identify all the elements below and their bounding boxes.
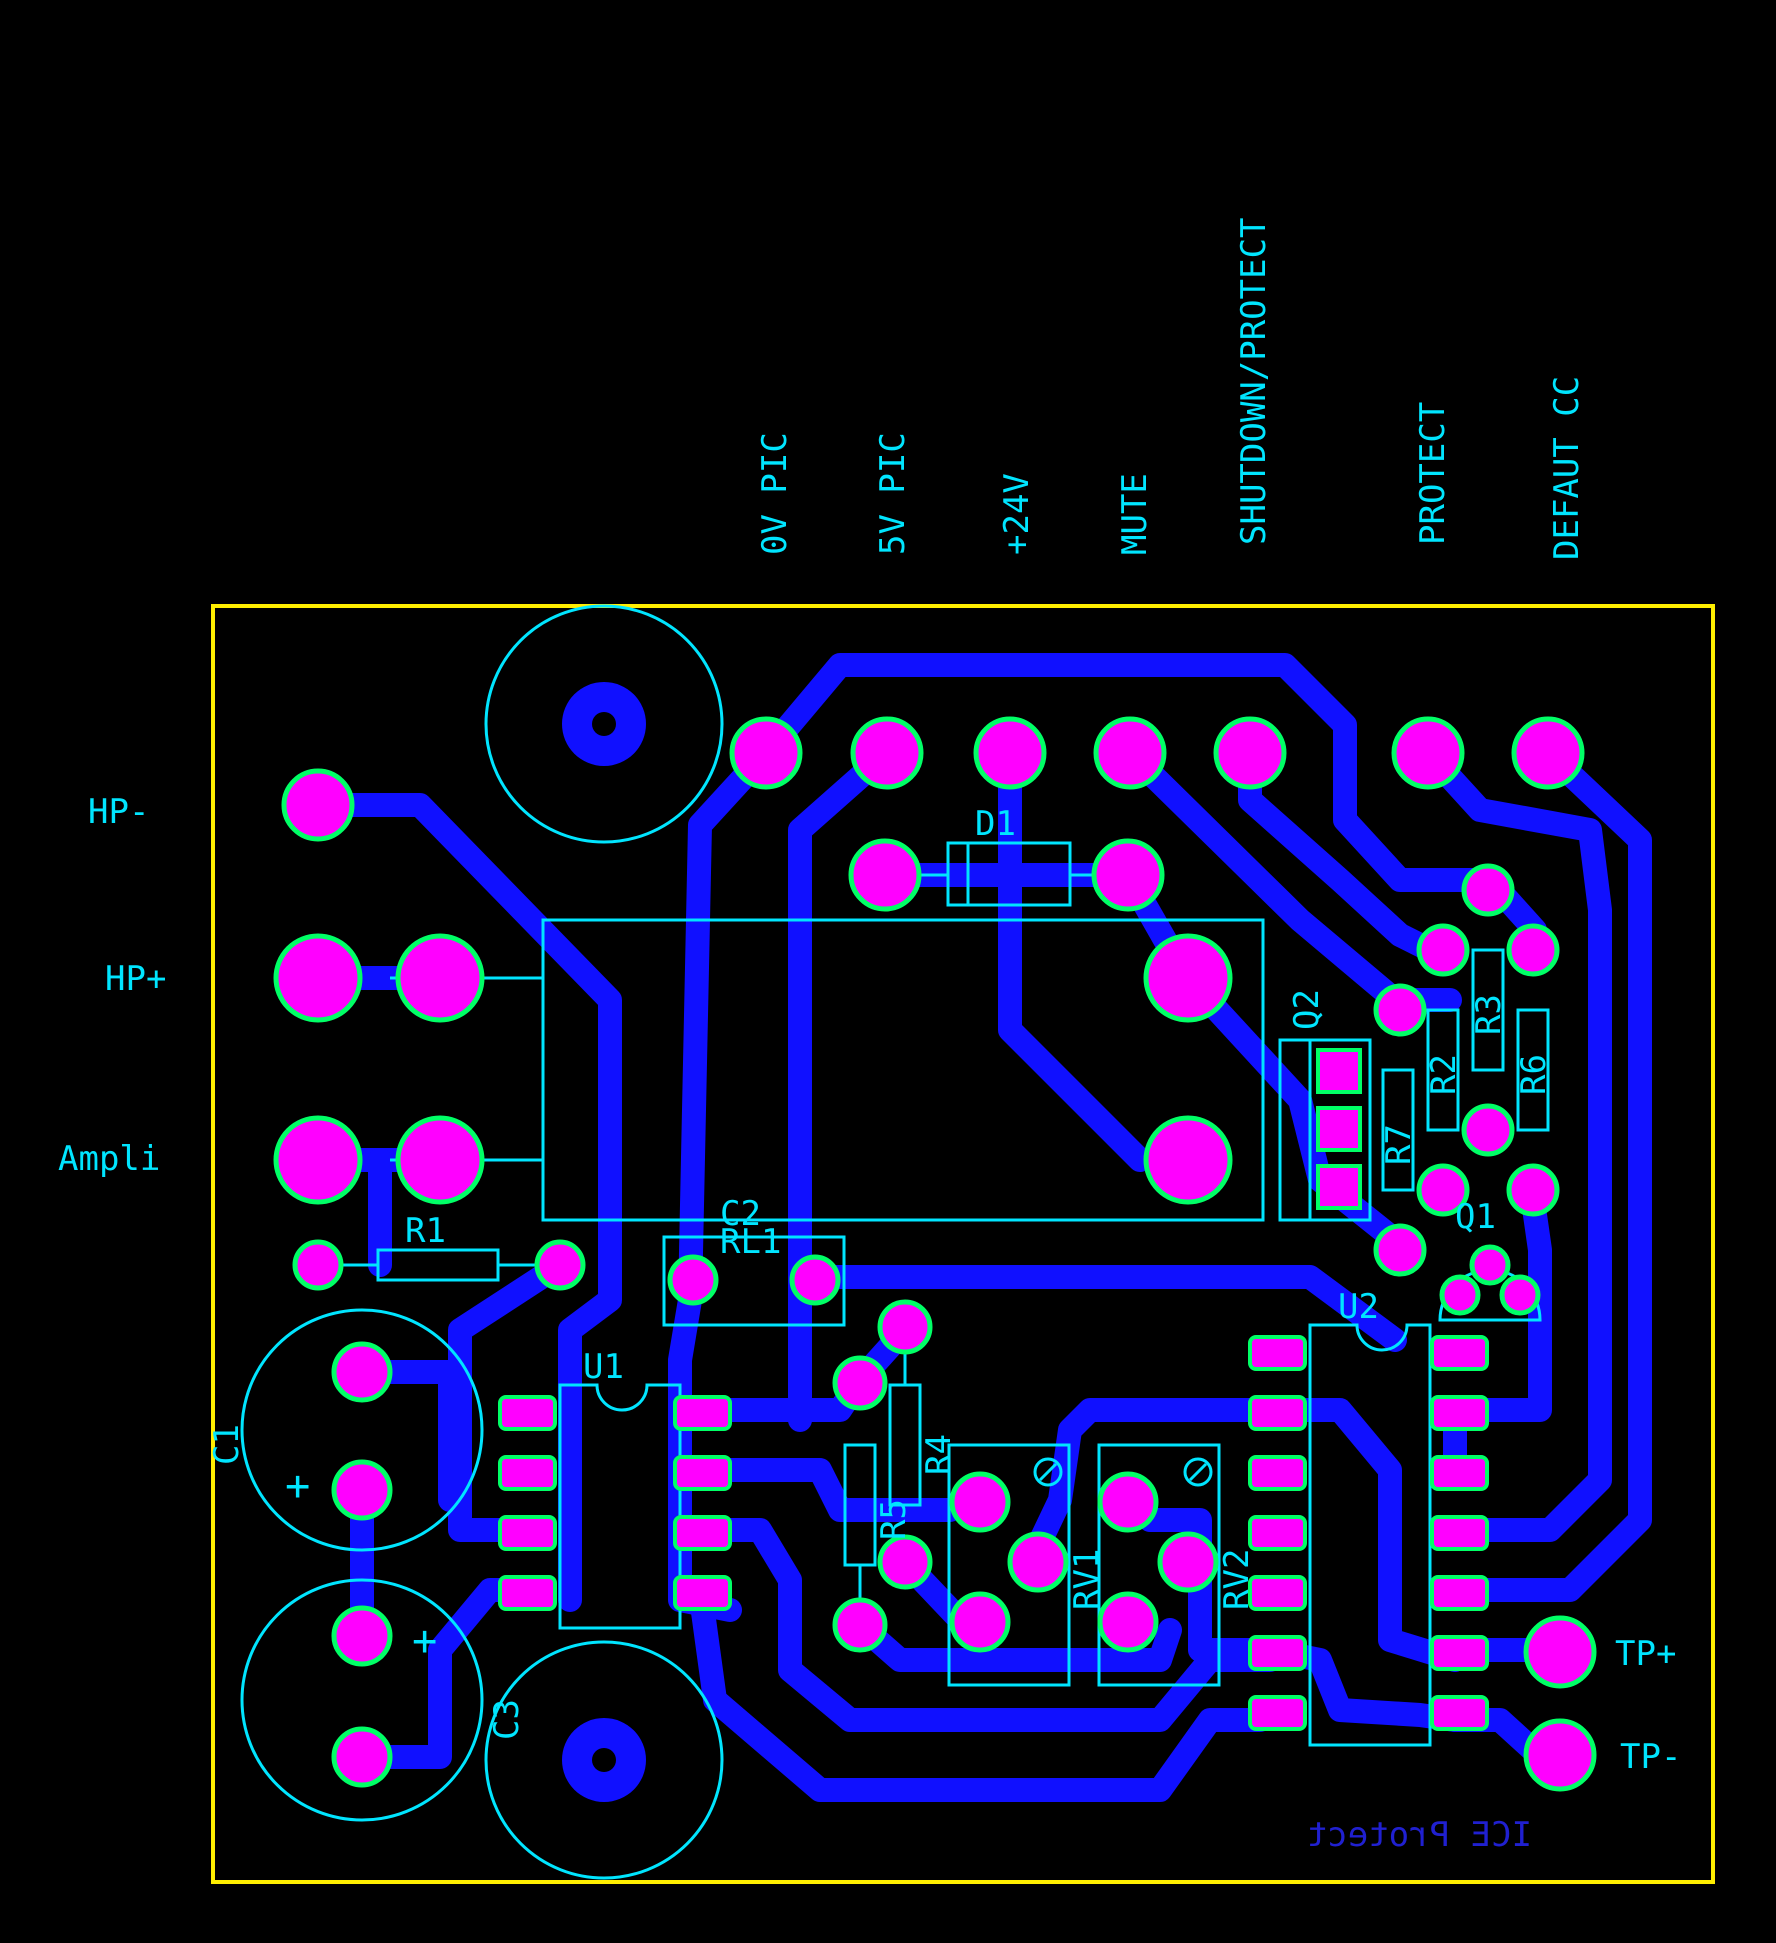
label-r7: R7 [1379,1124,1419,1165]
label-hp-plus: HP+ [105,959,166,999]
label-r3: R3 [1469,994,1509,1035]
label-ampli: Ampli [58,1139,160,1179]
label-tp-plus: TP+ [1615,1634,1676,1674]
label-u2: U2 [1338,1287,1379,1327]
label-rv1: RV1 [1067,1549,1107,1610]
label-24v: +24V [997,473,1037,555]
label-c3: C3 [487,1699,527,1740]
label-r4: R4 [919,1434,959,1475]
label-rv2: RV2 [1217,1549,1257,1610]
label-q1: Q1 [1455,1197,1496,1237]
label-u1: U1 [583,1347,624,1387]
label-c1-plus: + [285,1461,310,1510]
label-c1: C1 [207,1424,247,1465]
label-q2: Q2 [1287,989,1327,1030]
label-5v-pic: 5V PIC [873,432,913,555]
label-c3-plus: + [412,1616,437,1665]
label-shutdown-protect: SHUTDOWN/PROTECT [1234,217,1274,545]
board-outline [211,604,1715,1884]
pads [273,716,1597,1792]
label-rl1: RL1 [720,1222,781,1262]
label-0v-pic: 0V PIC [755,432,795,555]
label-r2: R2 [1424,1054,1464,1095]
label-tp-minus: TP- [1620,1737,1681,1777]
label-hp-minus: HP- [88,792,149,832]
mounting-holes [484,604,724,1880]
label-r5: R5 [874,1499,914,1540]
label-c2: C2 [720,1194,761,1234]
label-defaut-cc: DEFAUT CC [1547,376,1587,560]
label-r1: R1 [405,1211,446,1251]
label-r6: R6 [1514,1054,1554,1095]
label-protect: PROTECT [1413,402,1453,545]
smd-pads [498,1048,1489,1731]
label-mute: MUTE [1115,473,1155,555]
board-title-mirrored: ICE Protect [1307,1815,1532,1855]
label-d1: D1 [975,804,1016,844]
